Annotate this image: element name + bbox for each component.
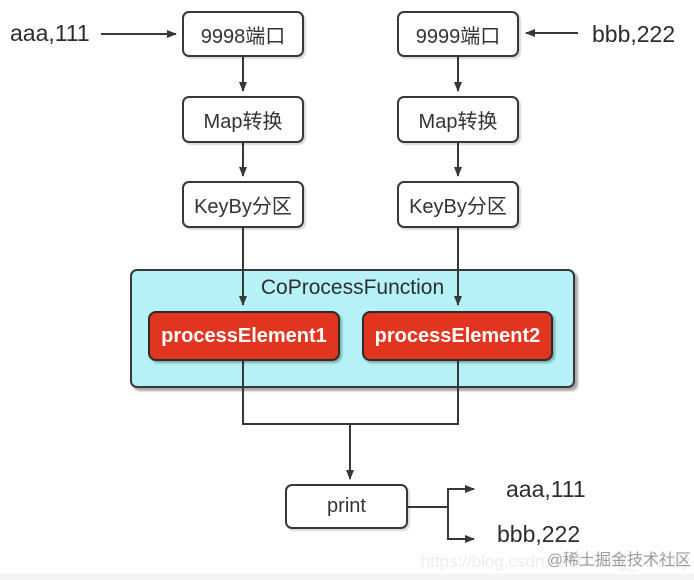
node-keyby-right-label: KeyBy分区 [409,196,507,218]
input-label-right: bbb,222 [592,21,676,47]
node-port-9999: 9999端口 [397,11,519,57]
bottom-strip [0,574,694,580]
input-label-left: aaa,111 [10,20,90,46]
node-port-9998: 9998端口 [182,11,304,57]
node-keyby-left-label: KeyBy分区 [194,196,292,218]
node-process-element2-label: processElement2 [374,324,541,347]
node-port-9999-label: 9999端口 [415,25,501,48]
node-map-left: Map转换 [182,96,304,143]
watermark-url: https://blog.csdn.net/boiling_cavalry [420,552,690,571]
watermark-community: @稀土掘金技术社区 [546,552,691,569]
node-process-element1-label: processElement1 [161,324,327,347]
node-process-element1: processElement1 [148,311,340,361]
node-process-element2: processElement2 [362,311,553,361]
output-label-top: aaa,111 [506,476,586,502]
node-print-label: print [327,495,366,517]
node-port-9998-label: 9998端口 [200,25,286,48]
node-keyby-right: KeyBy分区 [397,181,519,228]
node-map-right: Map转换 [397,96,519,143]
node-map-left-label: Map转换 [203,111,283,133]
node-map-right-label: Map转换 [418,111,498,133]
output-label-bottom: bbb,222 [497,521,581,547]
node-print: print [285,484,408,529]
coprocess-function-title: CoProcessFunction [260,276,445,299]
node-keyby-left: KeyBy分区 [182,181,304,228]
